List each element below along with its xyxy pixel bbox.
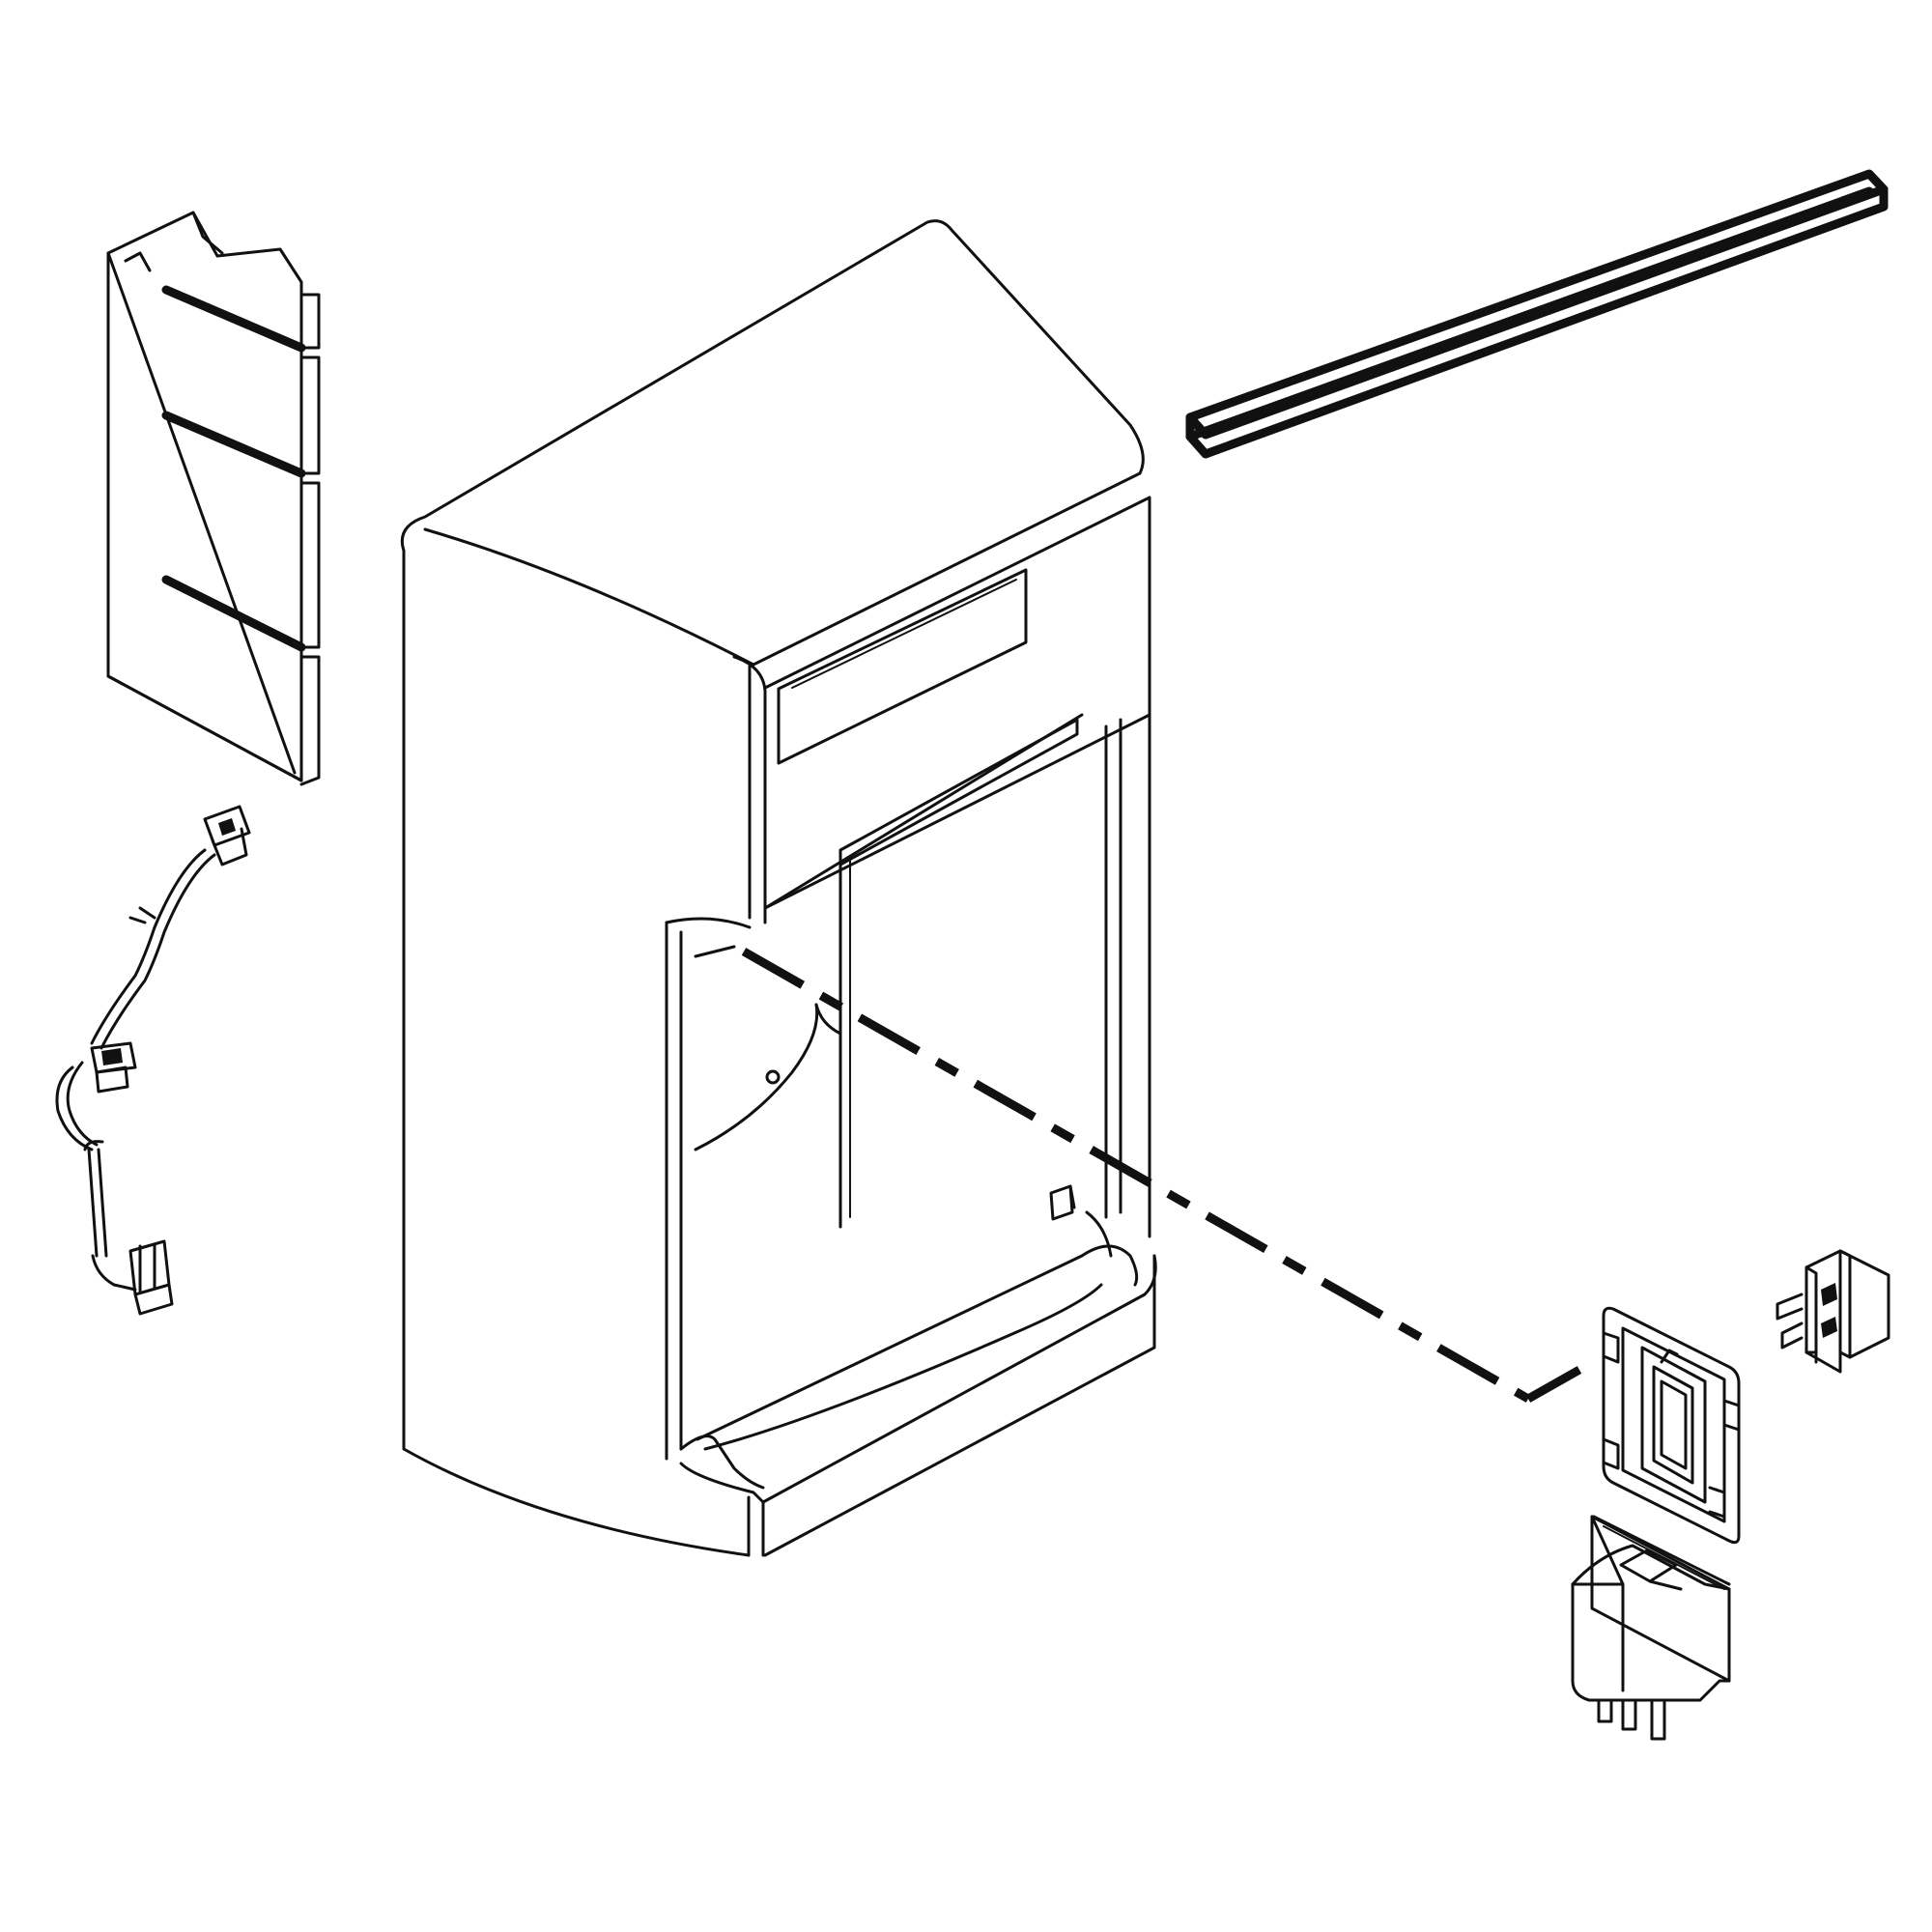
trim-strip xyxy=(1185,169,1889,459)
slotted-panel xyxy=(106,211,321,786)
actuator-paddle xyxy=(1602,1306,1741,1545)
leader-line xyxy=(741,948,1582,1403)
relay xyxy=(1571,1515,1731,1741)
wire-harness xyxy=(55,805,251,1316)
dispenser-housing xyxy=(400,219,1157,1557)
rocker-switch xyxy=(1776,1249,1890,1374)
